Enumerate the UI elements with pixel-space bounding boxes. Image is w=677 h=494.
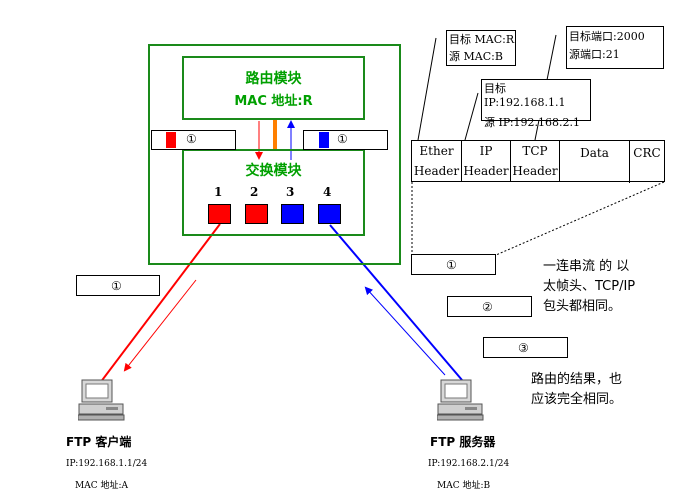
port-number-1: 1 <box>214 185 223 199</box>
server-arrow <box>364 286 446 376</box>
data-cell: Data <box>560 141 630 183</box>
ip-dst: 目标 IP:192.168.1.1 <box>484 82 566 109</box>
client-ip: IP:192.168.1.1/24 <box>66 459 148 469</box>
port-info-box: 目标端口:2000 源端口:21 <box>566 26 664 69</box>
mac-callout <box>417 37 437 141</box>
router-mac: MAC 地址:R <box>234 93 313 109</box>
mac-info-box: 目标 MAC:R 源 MAC:B <box>446 30 516 66</box>
frame-right-label: ① <box>337 132 348 146</box>
server-link-line <box>329 224 463 381</box>
port-dst: 目标端口:2000 <box>569 30 645 43</box>
port-number-4: 4 <box>323 185 332 199</box>
left-packet: ① <box>76 275 160 296</box>
stream-packet-2: ② <box>447 296 532 317</box>
switch-title: 交换模块 <box>245 163 302 179</box>
port-number-2: 2 <box>250 185 259 199</box>
server-ip: IP:192.168.2.1/24 <box>428 459 510 469</box>
router-title: 路由模块 <box>245 70 302 87</box>
client-computer-icon[interactable] <box>78 378 126 422</box>
client-name: FTP 客户端 <box>66 435 132 449</box>
router-module: 路由模块 MAC 地址:R <box>182 56 365 120</box>
crc-cell: CRC <box>633 146 661 160</box>
server-name: FTP 服务器 <box>430 435 496 449</box>
frame-left-label: ① <box>186 132 197 146</box>
ip-src: 源 IP:192.168.2.1 <box>484 116 581 129</box>
server-computer-icon[interactable] <box>437 378 485 422</box>
port-1[interactable] <box>208 204 231 224</box>
client-arrow <box>123 279 197 372</box>
frame-right: ① <box>303 130 388 150</box>
stream-packet-1: ① <box>411 254 496 275</box>
port-src: 源端口:21 <box>569 48 620 61</box>
l3-switch-device <box>148 44 401 265</box>
switch-module: 交换模块 <box>182 149 365 236</box>
stream-note: 一连串流 的 以 太帧头、TCP/IP 包头都相同。 <box>543 259 636 314</box>
server-mac: MAC 地址:B <box>437 481 491 491</box>
routing-note: 路由的结果，也 应该完全相同。 <box>531 372 623 407</box>
frame-left-red-tag <box>166 132 176 148</box>
stream-packet-3: ③ <box>483 337 568 358</box>
stream-dotted-2 <box>495 181 665 256</box>
client-link-line <box>99 223 221 384</box>
port-3[interactable] <box>281 204 304 224</box>
port-number-3: 3 <box>286 185 295 199</box>
ip-info-box: 目标 IP:192.168.1.1 源 IP:192.168.2.1 <box>481 79 591 129</box>
mac-src: 源 MAC:B <box>449 50 503 63</box>
client-mac: MAC 地址:A <box>75 481 128 491</box>
frame-left: ① <box>151 130 236 150</box>
port-4[interactable] <box>318 204 341 224</box>
frame-right-blue-tag <box>319 132 329 148</box>
port-2[interactable] <box>245 204 268 224</box>
mac-dst: 目标 MAC:R <box>449 33 515 46</box>
ip-callout <box>464 92 479 141</box>
